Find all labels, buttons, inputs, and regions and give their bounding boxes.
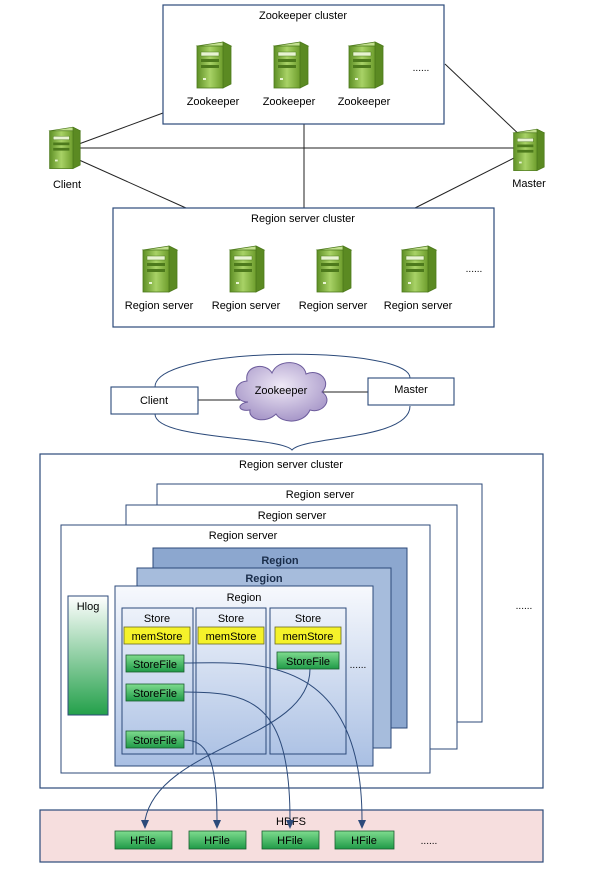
region-front-label: Region (227, 592, 262, 604)
store-title: Store (144, 613, 170, 625)
master-box (367, 377, 455, 406)
region-mid-label: Region (245, 573, 283, 585)
region-server-cluster-title: Region server cluster (251, 213, 355, 225)
memstore-box (197, 626, 265, 645)
hfile-label: HFile (351, 835, 377, 847)
region-server-label: Region server (212, 300, 281, 312)
cluster-ellipsis: ...... (516, 601, 533, 612)
storefile-box (276, 651, 340, 670)
hfile-box (114, 830, 173, 850)
storefile-label: StoreFile (286, 656, 330, 668)
hfile-label: HFile (277, 835, 303, 847)
memstore-label: memStore (206, 631, 257, 643)
memstore-label: memStore (283, 631, 334, 643)
hfile-label: HFile (204, 835, 230, 847)
region-server-front-label: Region server (209, 530, 278, 542)
region-server-ellipsis: ...... (466, 264, 483, 275)
zookeeper-server-icon (348, 41, 384, 89)
store-box (121, 607, 194, 755)
region-server-mid-label: Region server (258, 510, 327, 522)
storefile-label: StoreFile (133, 659, 177, 671)
cloud-icon (235, 362, 328, 422)
hdfs-ellipsis: ...... (421, 836, 438, 847)
memstore-label: memStore (132, 631, 183, 643)
hlog-box (67, 595, 109, 716)
master-server-icon (513, 128, 545, 172)
hlog-label: Hlog (77, 601, 100, 613)
region-server-icon (401, 245, 437, 293)
store-title: Store (295, 613, 321, 625)
zookeeper-node-label: Zookeeper (187, 96, 240, 108)
client-box (110, 386, 199, 415)
hfile-label: HFile (130, 835, 156, 847)
zookeeper-cloud-label: Zookeeper (255, 385, 308, 397)
region-server-label: Region server (384, 300, 453, 312)
zookeeper-node-label: Zookeeper (338, 96, 391, 108)
hfile-box (334, 830, 395, 850)
region-server-icon (229, 245, 265, 293)
arrow-heads (141, 820, 366, 829)
zookeeper-server-icon (196, 41, 232, 89)
store-ellipsis: ...... (350, 660, 367, 671)
store-title: Store (218, 613, 244, 625)
memstore-box (123, 626, 191, 645)
zookeeper-cluster-title: Zookeeper cluster (259, 10, 347, 22)
flow-arrows (144, 662, 363, 821)
memstore-box (274, 626, 342, 645)
zookeeper-server-icon (273, 41, 309, 89)
hfile-box (188, 830, 247, 850)
store-box (195, 607, 267, 755)
region-server-label: Region server (125, 300, 194, 312)
storefile-label: StoreFile (133, 735, 177, 747)
store-box (269, 607, 347, 755)
client-box-label: Client (140, 395, 168, 407)
region-server-icon (316, 245, 352, 293)
storefile-label: StoreFile (133, 688, 177, 700)
zookeeper-node-label: Zookeeper (263, 96, 316, 108)
bottom-region-server-cluster-title: Region server cluster (239, 459, 343, 471)
master-box-label: Master (394, 384, 428, 396)
region-server-icon (142, 245, 178, 293)
region-server-label: Region server (299, 300, 368, 312)
master-label: Master (512, 178, 546, 190)
client-server-icon (49, 126, 81, 170)
zookeeper-ellipsis: ...... (413, 63, 430, 74)
client-label: Client (53, 179, 81, 191)
hfile-box (261, 830, 320, 850)
region-server-back-label: Region server (286, 489, 355, 501)
region-back-label: Region (261, 555, 299, 567)
